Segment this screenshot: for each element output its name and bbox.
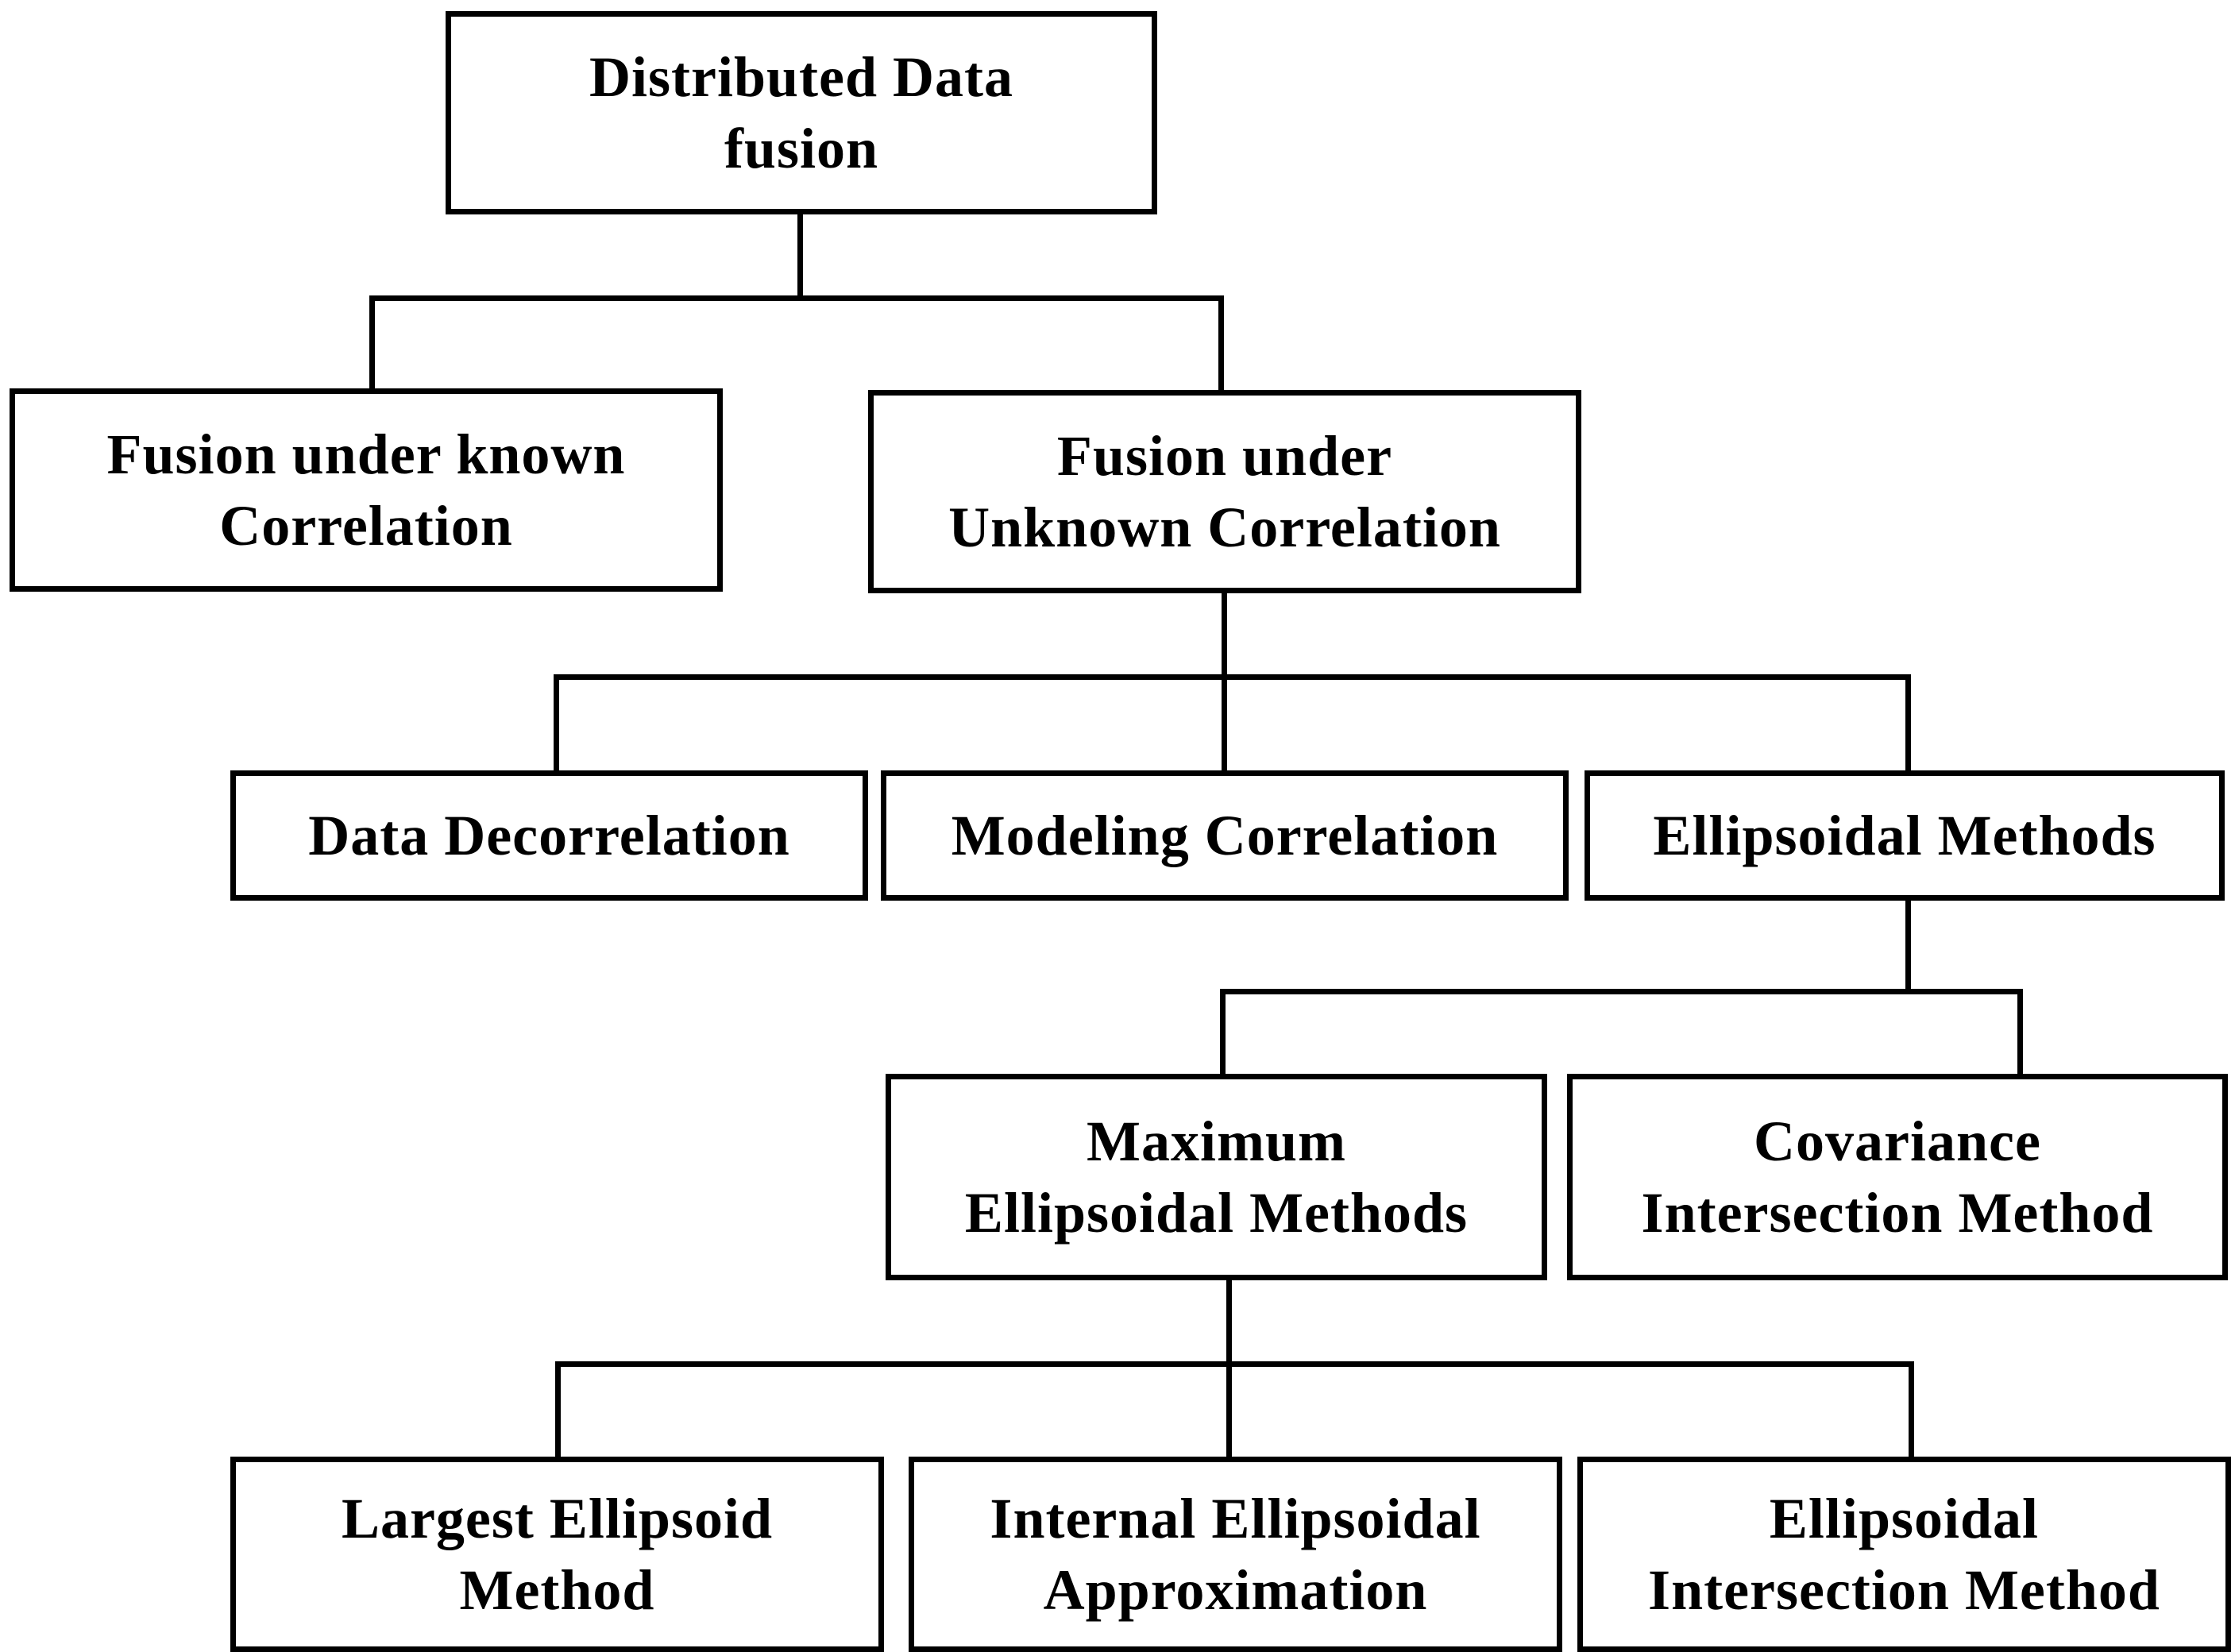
node-maximum-ellipsoidal-methods: Maximum Ellipsoidal Methods: [886, 1074, 1547, 1280]
connector-decorrelation-up: [554, 674, 559, 774]
node-label: Largest Ellipsoid Method: [342, 1483, 773, 1626]
connector-modeling-up: [1222, 674, 1227, 774]
node-label: Fusion under known Correlation: [107, 419, 626, 562]
label-line: Unknown Correlation: [948, 496, 1501, 559]
label-line: Modeling Correlation: [951, 804, 1499, 867]
node-label: Maximum Ellipsoidal Methods: [965, 1106, 1468, 1249]
label-line: Approximation: [1043, 1558, 1428, 1622]
node-ellipsoidal-methods: Ellipsoidal Methods: [1585, 770, 2225, 901]
label-line: Maximum: [1087, 1110, 1346, 1173]
node-ellipsoidal-intersection-method: Ellipsoidal Intersection Method: [1577, 1457, 2231, 1652]
label-line: Fusion under: [1056, 424, 1393, 488]
label-line: Correlation: [219, 494, 513, 558]
connector-intersection-up: [1909, 1361, 1914, 1461]
node-data-decorrelation: Data Decorrelation: [230, 770, 868, 901]
node-largest-ellipsoid-method: Largest Ellipsoid Method: [230, 1457, 884, 1652]
label-line: Largest Ellipsoid: [341, 1487, 774, 1550]
connector-maximum-down: [1226, 1279, 1232, 1367]
connector-level4-bar: [555, 1361, 1914, 1367]
node-modeling-correlation: Modeling Correlation: [881, 770, 1569, 901]
connector-ellipsoidal-down: [1905, 899, 1911, 994]
node-fusion-known-correlation: Fusion under known Correlation: [10, 388, 723, 592]
node-label: Covariance Intersection Method: [1642, 1106, 2154, 1249]
node-fusion-unknown-correlation: Fusion under Unknown Correlation: [868, 390, 1581, 593]
label-line: Covariance: [1754, 1110, 2041, 1173]
label-line: Fusion under known: [106, 423, 626, 486]
node-label: Modeling Correlation: [952, 800, 1499, 871]
connector-ellipsoidal-up: [1905, 674, 1911, 774]
connector-known-up: [369, 295, 375, 391]
label-line: Intersection Method: [1641, 1181, 2154, 1245]
connector-unknown-up: [1218, 295, 1224, 392]
label-line: Ellipsoidal: [1769, 1487, 2040, 1550]
node-label: Data Decorrelation: [308, 800, 789, 871]
label-line: Ellipsoidal Methods: [964, 1181, 1469, 1245]
node-label: Distributed Data fusion: [589, 41, 1013, 184]
connector-level1-bar: [369, 295, 1224, 301]
connector-root-down: [797, 211, 803, 300]
label-line: Method: [459, 1558, 655, 1622]
node-label: Fusion under Unknown Correlation: [948, 420, 1501, 563]
connector-internal-up: [1226, 1361, 1232, 1461]
label-line: Distributed Data: [589, 45, 1013, 109]
label-line: Intersection Method: [1648, 1558, 2160, 1622]
connector-unknown-down: [1222, 591, 1227, 680]
connector-level2-bar: [554, 674, 1911, 680]
label-line: fusion: [724, 117, 879, 180]
node-distributed-data-fusion: Distributed Data fusion: [446, 11, 1157, 214]
node-label: Ellipsoidal Methods: [1653, 800, 2156, 871]
node-label: Internal Ellipsoidal Approximation: [990, 1483, 1480, 1626]
connector-maximum-up: [1220, 989, 1226, 1076]
node-label: Ellipsoidal Intersection Method: [1648, 1483, 2160, 1626]
node-covariance-intersection-method: Covariance Intersection Method: [1567, 1074, 2228, 1280]
connector-level3-bar: [1220, 989, 2023, 994]
label-line: Data Decorrelation: [308, 804, 790, 867]
node-internal-ellipsoidal-approximation: Internal Ellipsoidal Approximation: [909, 1457, 1562, 1652]
label-line: Internal Ellipsoidal: [990, 1487, 1481, 1550]
connector-covariance-up: [2017, 989, 2023, 1076]
label-line: Ellipsoidal Methods: [1653, 804, 2156, 867]
connector-largest-up: [555, 1361, 561, 1461]
